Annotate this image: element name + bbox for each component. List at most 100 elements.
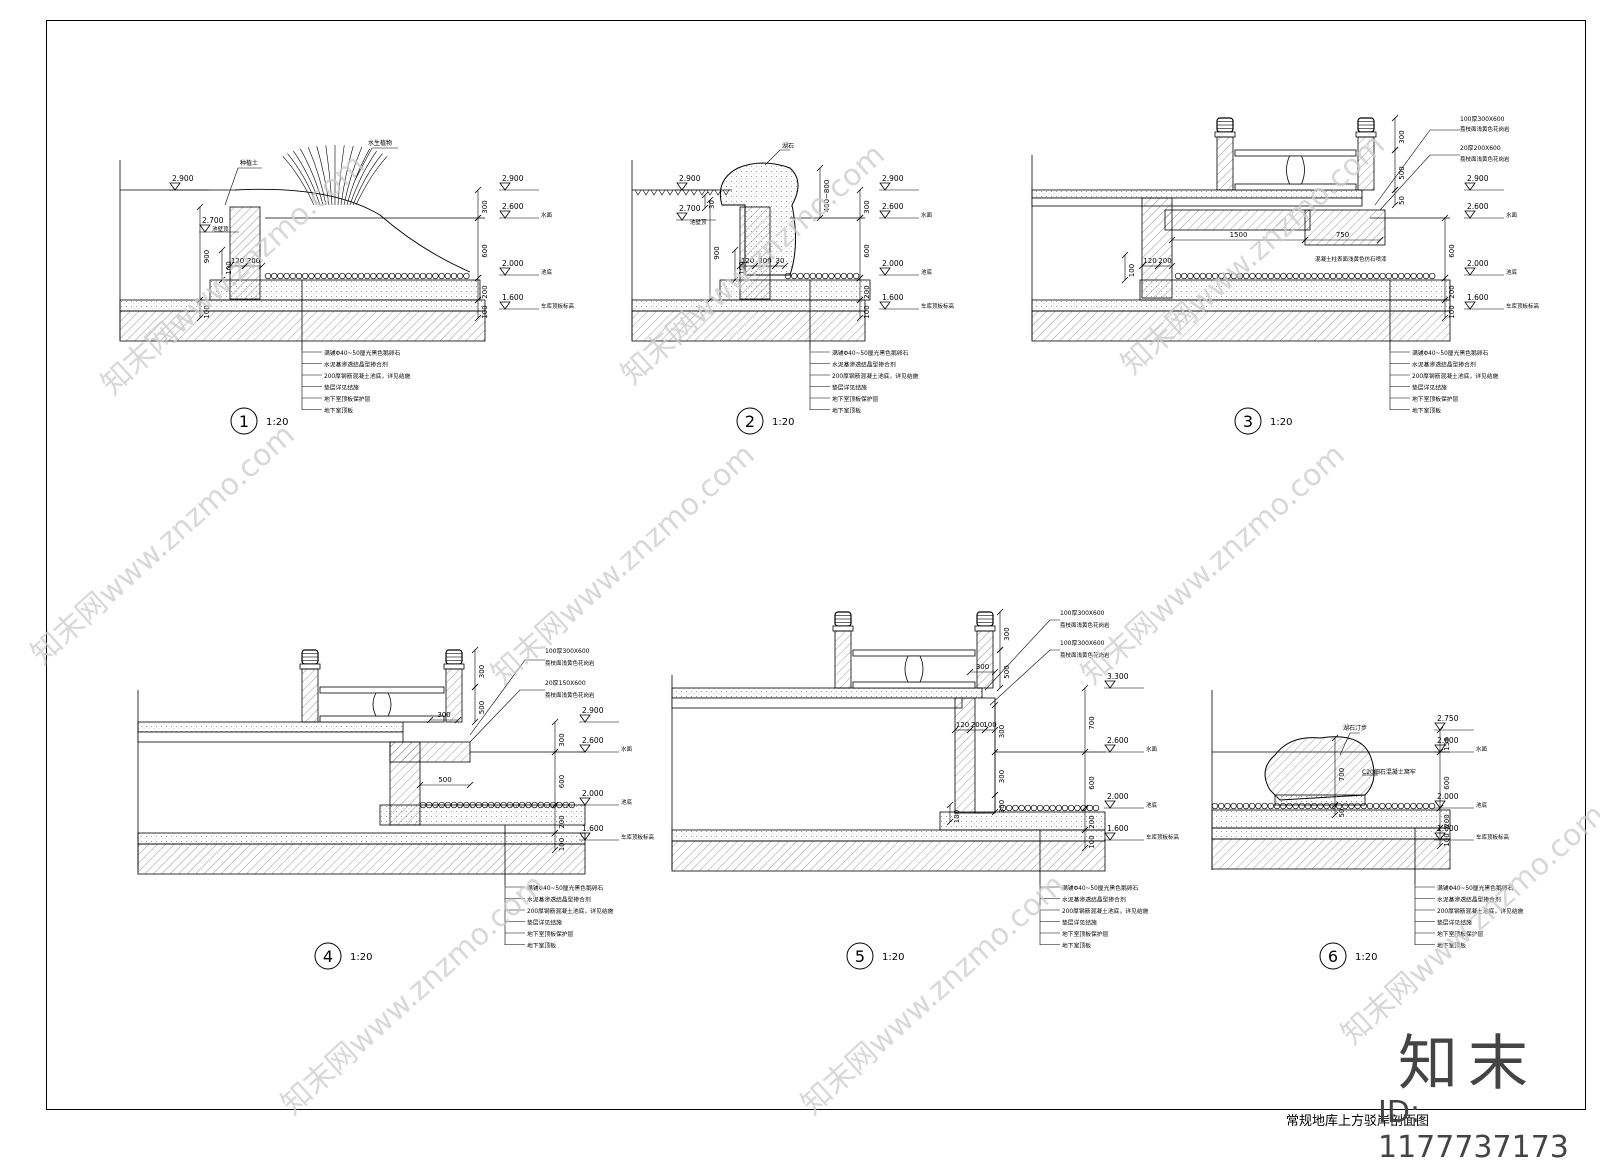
dimension-tick xyxy=(981,726,989,734)
elevation-triangle xyxy=(1464,210,1476,219)
dimension-text: 100 xyxy=(1443,833,1451,846)
elevation-marker xyxy=(1464,301,1476,310)
pebble xyxy=(1379,272,1386,280)
roof-slab-layer xyxy=(119,310,486,342)
elevation-marker xyxy=(199,224,211,233)
ground-hatch xyxy=(674,189,682,196)
dimension-tick xyxy=(1081,684,1089,692)
dimension-tick xyxy=(1081,826,1089,834)
layer-note: 满铺Φ40~50厘光黑色鹅卵石 xyxy=(527,884,604,892)
pebble xyxy=(1397,802,1405,810)
cantilever-slab xyxy=(1164,209,1311,231)
layer-note: 满铺Φ40~50厘光黑色鹅卵石 xyxy=(1412,349,1489,357)
pebble xyxy=(834,272,841,280)
pebble xyxy=(1230,272,1237,280)
dimension-tick xyxy=(1168,262,1176,270)
pebble xyxy=(803,272,810,280)
detail-marker-circle xyxy=(230,407,258,435)
dimension-text: 1500 xyxy=(1230,231,1248,239)
leader-line xyxy=(989,649,1060,706)
dimension-tick xyxy=(471,646,479,654)
cushion-layer xyxy=(119,299,486,312)
dimension-tick xyxy=(1154,262,1162,270)
detail-number: 3 xyxy=(1243,412,1253,431)
post-shaft xyxy=(445,668,463,723)
dimension-tick xyxy=(196,296,204,304)
pebble xyxy=(289,272,296,280)
top-rail xyxy=(319,686,445,694)
cushion-layer xyxy=(1031,299,1451,312)
dimension-tick xyxy=(1436,748,1444,756)
rock-step-label: 湖石汀步 xyxy=(1343,724,1367,732)
paving-layer xyxy=(1031,189,1363,199)
pebble xyxy=(432,801,439,809)
dimension-tick xyxy=(1441,214,1449,222)
layer-note: 地下室顶板保护层 xyxy=(527,930,574,938)
dimension-text: 100 xyxy=(1088,835,1096,848)
dimension-tick xyxy=(416,781,424,789)
elevation-marker xyxy=(1464,267,1476,276)
layer-note: 水泥基渗透结晶型掺合剂 xyxy=(832,361,896,369)
leader-line xyxy=(224,167,262,206)
pebble-layer xyxy=(419,801,575,809)
drawing-sheet: 满铺Φ40~50厘光黑色鹅卵石水泥基渗透结晶型掺合剂200厚钢筋混凝土池底，详见… xyxy=(119,114,1540,970)
dimension-text: 900 xyxy=(203,250,211,263)
elevation-label: 池底 xyxy=(1146,801,1158,809)
pebble xyxy=(1366,802,1374,810)
stone-a3-label: 荔枝面浅黄色花岗岩 xyxy=(1060,651,1110,659)
paving-sublayer xyxy=(671,697,963,709)
pebble xyxy=(1280,272,1287,280)
bottom-rail xyxy=(1234,183,1357,191)
layer-note: 满铺Φ40~50厘光黑色鹅卵石 xyxy=(1062,884,1139,892)
pebble xyxy=(1024,804,1031,812)
rock-label: 湖石 xyxy=(782,142,794,150)
roof-slab-layer xyxy=(1031,310,1451,342)
pebble xyxy=(500,801,507,809)
post-collar xyxy=(974,625,996,632)
dimension-text: 200 xyxy=(1443,814,1451,827)
leader-line xyxy=(1374,129,1460,206)
post-collar xyxy=(1355,131,1377,138)
pebble xyxy=(568,801,575,809)
dimension-tick xyxy=(856,274,864,282)
pebble xyxy=(314,272,321,280)
detail-scale: 1:20 xyxy=(350,952,372,963)
dimension-tick xyxy=(1081,748,1089,756)
layer-note: 水泥基渗透结晶型掺合剂 xyxy=(1062,896,1126,904)
stone-a-label: 100厚300X600 xyxy=(545,648,590,655)
pebble xyxy=(457,272,464,280)
concrete-pond-base xyxy=(1211,809,1451,829)
dimension-text: 200 xyxy=(1448,285,1456,298)
elevation-value: 2.000 xyxy=(1467,259,1489,268)
dimension-text: 600 xyxy=(1088,776,1096,789)
detail-number: 5 xyxy=(855,947,865,966)
pebble xyxy=(463,272,470,280)
pebble xyxy=(531,801,538,809)
dimension-tick xyxy=(551,718,559,726)
concrete-note: 混凝土柱表面浅黄色仿石喷漆 xyxy=(1315,255,1387,263)
elevation-value: 2.900 xyxy=(882,174,904,183)
elevation-triangle xyxy=(1104,832,1116,841)
vase-baluster xyxy=(372,692,392,717)
elevation-value: 3.300 xyxy=(1107,672,1129,681)
pebble xyxy=(1261,272,1268,280)
elevation-triangle xyxy=(879,301,891,310)
pebble xyxy=(426,801,433,809)
stone-cladding xyxy=(974,697,996,814)
layer-note: 垫层详见结施 xyxy=(1062,919,1097,927)
dimension-text: 700 xyxy=(1088,716,1096,729)
dimension-text: 120 xyxy=(956,721,969,729)
pebble xyxy=(537,801,544,809)
pebble xyxy=(1416,802,1423,810)
dimension-tick xyxy=(1441,296,1449,304)
post-shaft xyxy=(1216,136,1234,191)
dimension-tick xyxy=(1391,201,1399,209)
elevation-value: 1.600 xyxy=(1437,824,1459,833)
pebble xyxy=(1286,272,1293,280)
elevation-label: 车库顶板标高 xyxy=(921,302,955,310)
layer-note: 地下室顶板保护层 xyxy=(832,395,879,403)
dimension-tick xyxy=(991,668,999,676)
pebble xyxy=(1373,272,1380,280)
dimension-text: 200 xyxy=(558,815,566,828)
dimension-text: 100 xyxy=(481,305,489,318)
